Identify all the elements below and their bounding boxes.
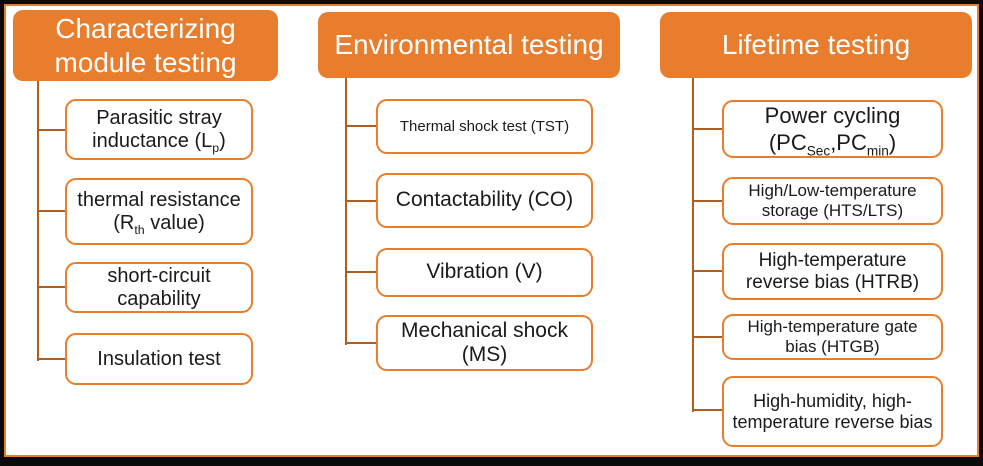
test-item-contactability: Contactability (CO) <box>376 173 593 228</box>
test-item-label: Contactability (CO) <box>395 188 574 212</box>
connector-trunk <box>345 78 347 345</box>
test-item-thermal-shock-test: Thermal shock test (TST) <box>376 99 593 154</box>
test-item-label: Vibration (V) <box>426 260 543 284</box>
connector-stub <box>345 200 376 202</box>
connector-stub <box>37 286 65 288</box>
test-item-mechanical-shock: Mechanical shock(MS) <box>376 315 593 371</box>
connector-stub <box>692 128 722 130</box>
test-item-label: High-humidity, high-temperature reverse … <box>732 390 933 432</box>
connector-stub <box>37 358 65 360</box>
test-item-label: Mechanical shock(MS) <box>401 318 568 366</box>
test-item-insulation-test: Insulation test <box>65 333 253 385</box>
test-item-power-cycling: Power cycling(PCSec,PCmin) <box>722 100 943 158</box>
test-item-label: thermal resistance(Rth value) <box>77 188 241 237</box>
category-header-lifetime-testing: Lifetime testing <box>660 12 972 78</box>
connector-stub <box>692 200 722 202</box>
connector-stub <box>345 342 376 344</box>
test-item-label: Power cycling(PCSec,PCmin) <box>764 102 901 159</box>
connector-stub <box>692 409 722 411</box>
connector-trunk <box>692 78 694 412</box>
test-item-vibration: Vibration (V) <box>376 248 593 297</box>
test-item-high-humidity-high-temperature-reverse-bias: High-humidity, high-temperature reverse … <box>722 376 943 447</box>
connector-stub <box>345 125 376 127</box>
connector-stub <box>37 210 65 212</box>
connector-stub <box>37 129 65 131</box>
category-header-characterizing-module-testing: Characterizing module testing <box>13 10 278 81</box>
category-header-environmental-testing: Environmental testing <box>318 12 620 78</box>
connector-trunk <box>37 81 39 361</box>
test-item-label: Insulation test <box>97 347 221 370</box>
connector-stub <box>345 271 376 273</box>
connector-stub <box>692 336 722 338</box>
test-item-thermal-resistance: thermal resistance(Rth value) <box>65 178 253 245</box>
test-item-label: Thermal shock test (TST) <box>399 117 570 135</box>
connector-stub <box>692 270 722 272</box>
